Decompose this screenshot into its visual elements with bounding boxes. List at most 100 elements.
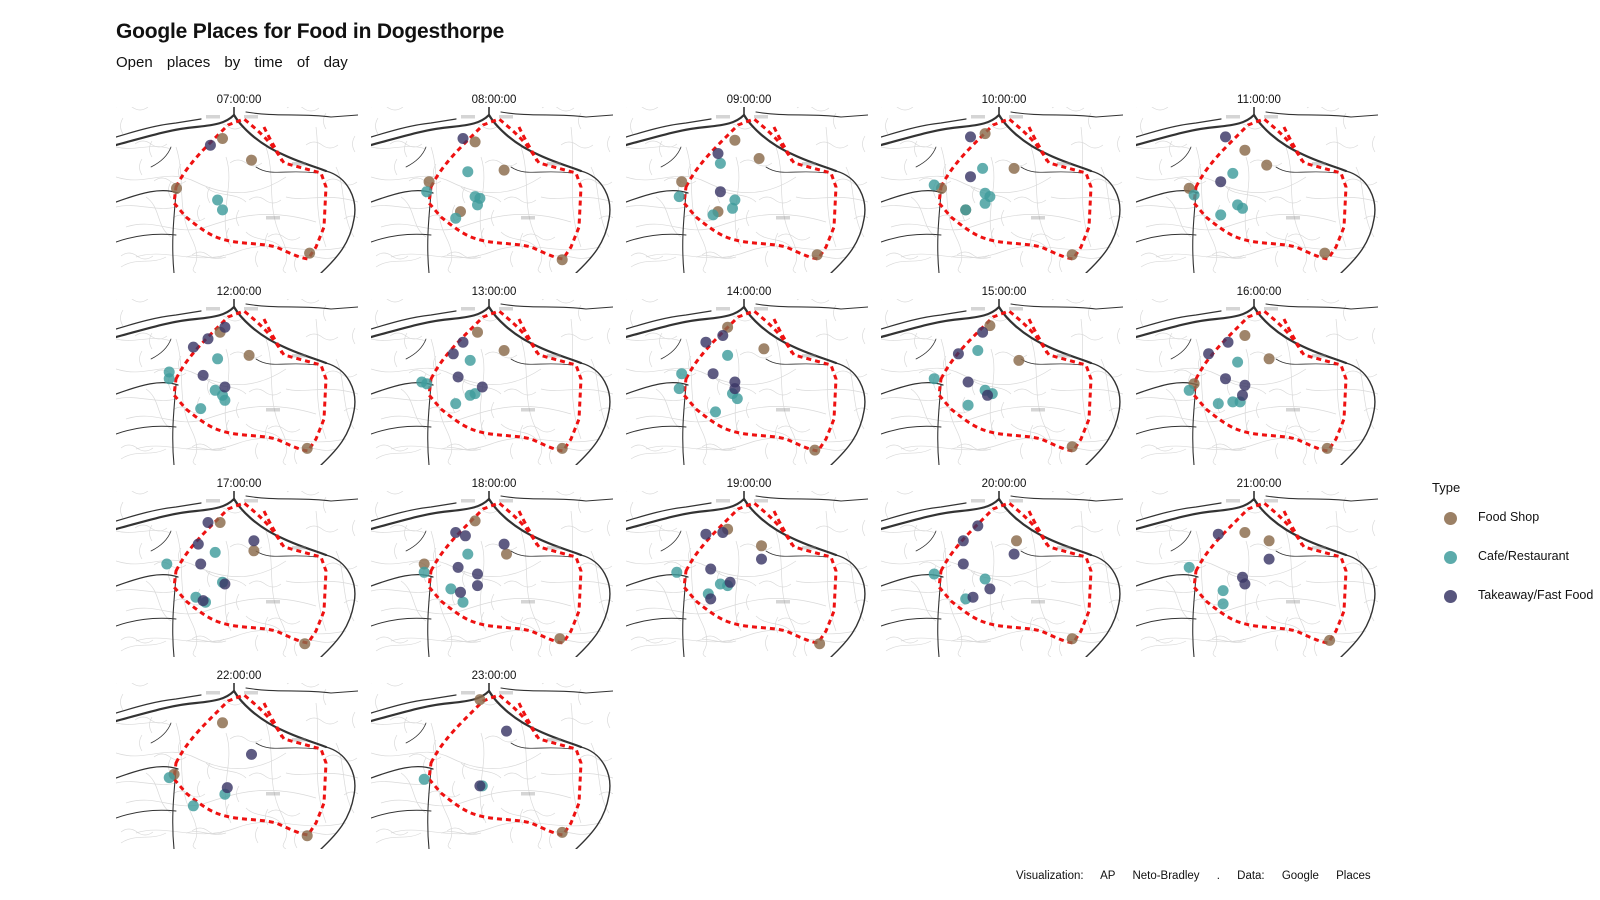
point-food-shop <box>756 540 767 552</box>
road-labels <box>971 115 1071 220</box>
point-food-shop <box>1239 330 1251 341</box>
point-cafe-restaurant <box>671 566 683 578</box>
place-points <box>1183 527 1336 646</box>
point-cafe-restaurant <box>1215 209 1227 221</box>
point-takeaway-fast-food <box>498 538 510 550</box>
point-cafe-restaurant <box>217 204 228 216</box>
point-food-shop <box>217 717 228 729</box>
map-panel <box>371 299 613 465</box>
road-labels <box>716 307 816 412</box>
point-food-shop <box>1324 634 1336 646</box>
point-cafe-restaurant <box>212 194 224 206</box>
point-takeaway-fast-food <box>187 341 199 353</box>
point-cafe-restaurant <box>163 772 175 784</box>
facet-label: 15:00:00 <box>981 286 1027 298</box>
minor-roads <box>371 683 613 849</box>
point-food-shop <box>217 133 228 144</box>
place-points <box>928 128 1078 261</box>
facet-panel: 12:00:00 <box>116 285 362 471</box>
map-panel <box>626 299 868 465</box>
point-cafe-restaurant <box>450 398 462 410</box>
map-background <box>371 107 613 273</box>
point-cafe-restaurant <box>979 197 991 209</box>
road-labels <box>461 307 561 412</box>
road-labels <box>1226 499 1326 604</box>
facet-panel: 21:00:00 <box>1136 477 1382 663</box>
point-takeaway-fast-food <box>1239 578 1251 590</box>
map-background <box>1136 491 1378 657</box>
point-takeaway-fast-food <box>476 381 488 393</box>
minor-roads <box>116 491 358 657</box>
facet-panel: 18:00:00 <box>371 477 617 663</box>
major-roads <box>626 491 868 657</box>
point-food-shop <box>246 154 257 166</box>
point-takeaway-fast-food <box>474 780 486 792</box>
map-background <box>1136 107 1378 273</box>
point-cafe-restaurant <box>445 583 457 595</box>
legend-item-cafe-restaurant: Cafe/Restaurant <box>1432 547 1600 567</box>
point-cafe-restaurant <box>714 157 726 169</box>
point-takeaway-fast-food <box>192 538 204 550</box>
point-takeaway-fast-food <box>219 578 231 590</box>
facet-label: 22:00:00 <box>216 670 262 682</box>
minor-roads <box>626 491 868 657</box>
point-takeaway-fast-food <box>202 333 214 345</box>
facet-panel: 09:00:00 <box>626 93 872 279</box>
legend: Type Food Shop Cafe/Restaurant Takeaway/… <box>1432 480 1600 620</box>
point-takeaway-fast-food <box>204 139 216 151</box>
major-roads <box>626 107 868 273</box>
map-background <box>626 107 868 273</box>
map-background <box>116 491 358 657</box>
facet-panel: 17:00:00 <box>116 477 362 663</box>
boundary-inner <box>262 126 284 162</box>
major-roads <box>626 299 868 465</box>
road-labels <box>971 307 1071 412</box>
point-food-shop <box>809 444 821 456</box>
road-labels <box>971 499 1071 604</box>
point-food-shop <box>554 633 566 645</box>
boundary-inner <box>517 126 539 162</box>
point-takeaway-fast-food <box>705 593 717 605</box>
point-food-shop <box>304 247 316 259</box>
facet-label: 13:00:00 <box>471 286 517 298</box>
point-takeaway-fast-food <box>1222 336 1234 348</box>
boundary-inner <box>517 510 539 546</box>
map-panel <box>371 683 613 849</box>
point-cafe-restaurant <box>195 403 207 415</box>
point-food-shop <box>248 545 260 557</box>
facet-label: 10:00:00 <box>981 94 1027 106</box>
road-labels <box>206 691 306 796</box>
map-panel <box>1136 299 1378 465</box>
major-roads <box>371 299 613 465</box>
point-food-shop <box>1261 159 1273 171</box>
place-points <box>171 133 316 259</box>
point-takeaway-fast-food <box>457 336 469 348</box>
point-takeaway-fast-food <box>1239 379 1251 391</box>
map-background <box>116 683 358 849</box>
facet-panel: 14:00:00 <box>626 285 872 471</box>
place-points <box>421 133 568 266</box>
place-points <box>671 523 826 650</box>
facet-label: 20:00:00 <box>981 478 1027 490</box>
point-takeaway-fast-food <box>965 171 976 183</box>
road-labels <box>206 115 306 220</box>
point-cafe-restaurant <box>472 199 483 211</box>
point-cafe-restaurant <box>673 191 685 203</box>
facet-label: 14:00:00 <box>726 286 772 298</box>
point-takeaway-fast-food <box>700 336 712 348</box>
place-points <box>418 694 568 838</box>
boundary-inner <box>517 318 539 354</box>
point-takeaway-fast-food <box>967 591 979 603</box>
map-panel <box>116 299 358 465</box>
boundary-outline <box>1192 501 1348 645</box>
place-points <box>928 520 1078 645</box>
road-labels <box>716 115 816 220</box>
map-panel <box>1136 491 1378 657</box>
point-takeaway-fast-food <box>957 558 969 570</box>
point-food-shop <box>469 515 481 527</box>
point-cafe-restaurant <box>1188 189 1200 201</box>
point-cafe-restaurant <box>673 383 685 395</box>
point-takeaway-fast-food <box>965 131 976 143</box>
point-cafe-restaurant <box>209 546 221 558</box>
place-points <box>161 517 311 650</box>
